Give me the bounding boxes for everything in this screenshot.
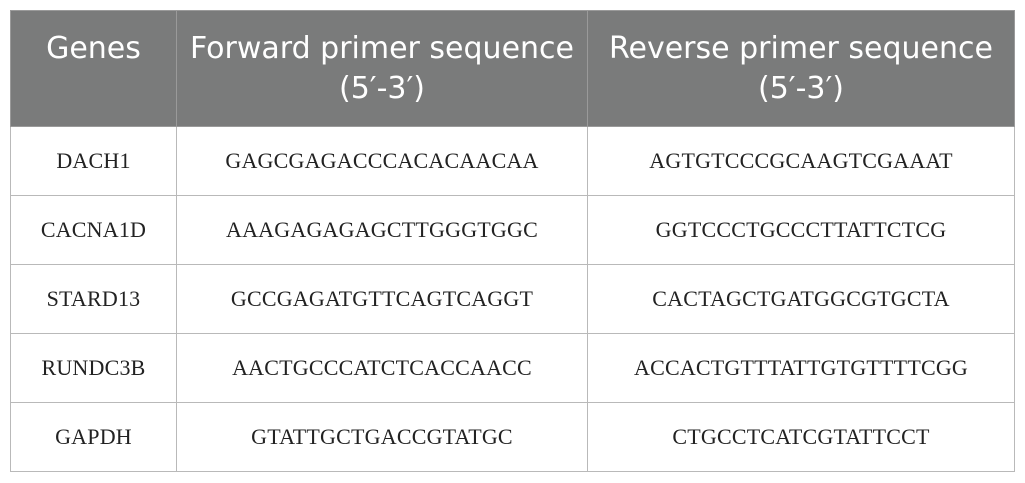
table-row: CACNA1D AAAGAGAGAGCTTGGGTGGC GGTCCCTGCCC… [10,195,1015,265]
forward-primer-cell: AAAGAGAGAGCTTGGGTGGC [176,195,588,265]
gene-cell: GAPDH [10,402,177,472]
primer-table: Genes Forward primer sequence (5′-3′) Re… [10,10,1015,472]
primer-table-container: Genes Forward primer sequence (5′-3′) Re… [10,10,1015,472]
header-genes: Genes [10,10,177,127]
table-row: RUNDC3B AACTGCCCATCTCACCAACC ACCACTGTTTA… [10,333,1015,403]
table-row: GAPDH GTATTGCTGACCGTATGC CTGCCTCATCGTATT… [10,402,1015,472]
forward-primer-cell: AACTGCCCATCTCACCAACC [176,333,588,403]
reverse-primer-cell: CTGCCTCATCGTATTCCT [587,402,1015,472]
gene-cell: RUNDC3B [10,333,177,403]
gene-cell: CACNA1D [10,195,177,265]
header-forward-primer: Forward primer sequence (5′-3′) [176,10,588,127]
table-row: DACH1 GAGCGAGACCCACACAACAA AGTGTCCCGCAAG… [10,126,1015,196]
table-row: STARD13 GCCGAGATGTTCAGTCAGGT CACTAGCTGAT… [10,264,1015,334]
header-reverse-primer: Reverse primer sequence (5′-3′) [587,10,1015,127]
reverse-primer-cell: GGTCCCTGCCCTTATTCTCG [587,195,1015,265]
reverse-primer-cell: CACTAGCTGATGGCGTGCTA [587,264,1015,334]
forward-primer-cell: GAGCGAGACCCACACAACAA [176,126,588,196]
forward-primer-cell: GTATTGCTGACCGTATGC [176,402,588,472]
forward-primer-cell: GCCGAGATGTTCAGTCAGGT [176,264,588,334]
table-header: Genes Forward primer sequence (5′-3′) Re… [10,10,1015,127]
reverse-primer-cell: AGTGTCCCGCAAGTCGAAAT [587,126,1015,196]
header-row: Genes Forward primer sequence (5′-3′) Re… [10,10,1015,127]
table-body: DACH1 GAGCGAGACCCACACAACAA AGTGTCCCGCAAG… [10,126,1015,472]
reverse-primer-cell: ACCACTGTTTATTGTGTTTTCGG [587,333,1015,403]
gene-cell: DACH1 [10,126,177,196]
gene-cell: STARD13 [10,264,177,334]
